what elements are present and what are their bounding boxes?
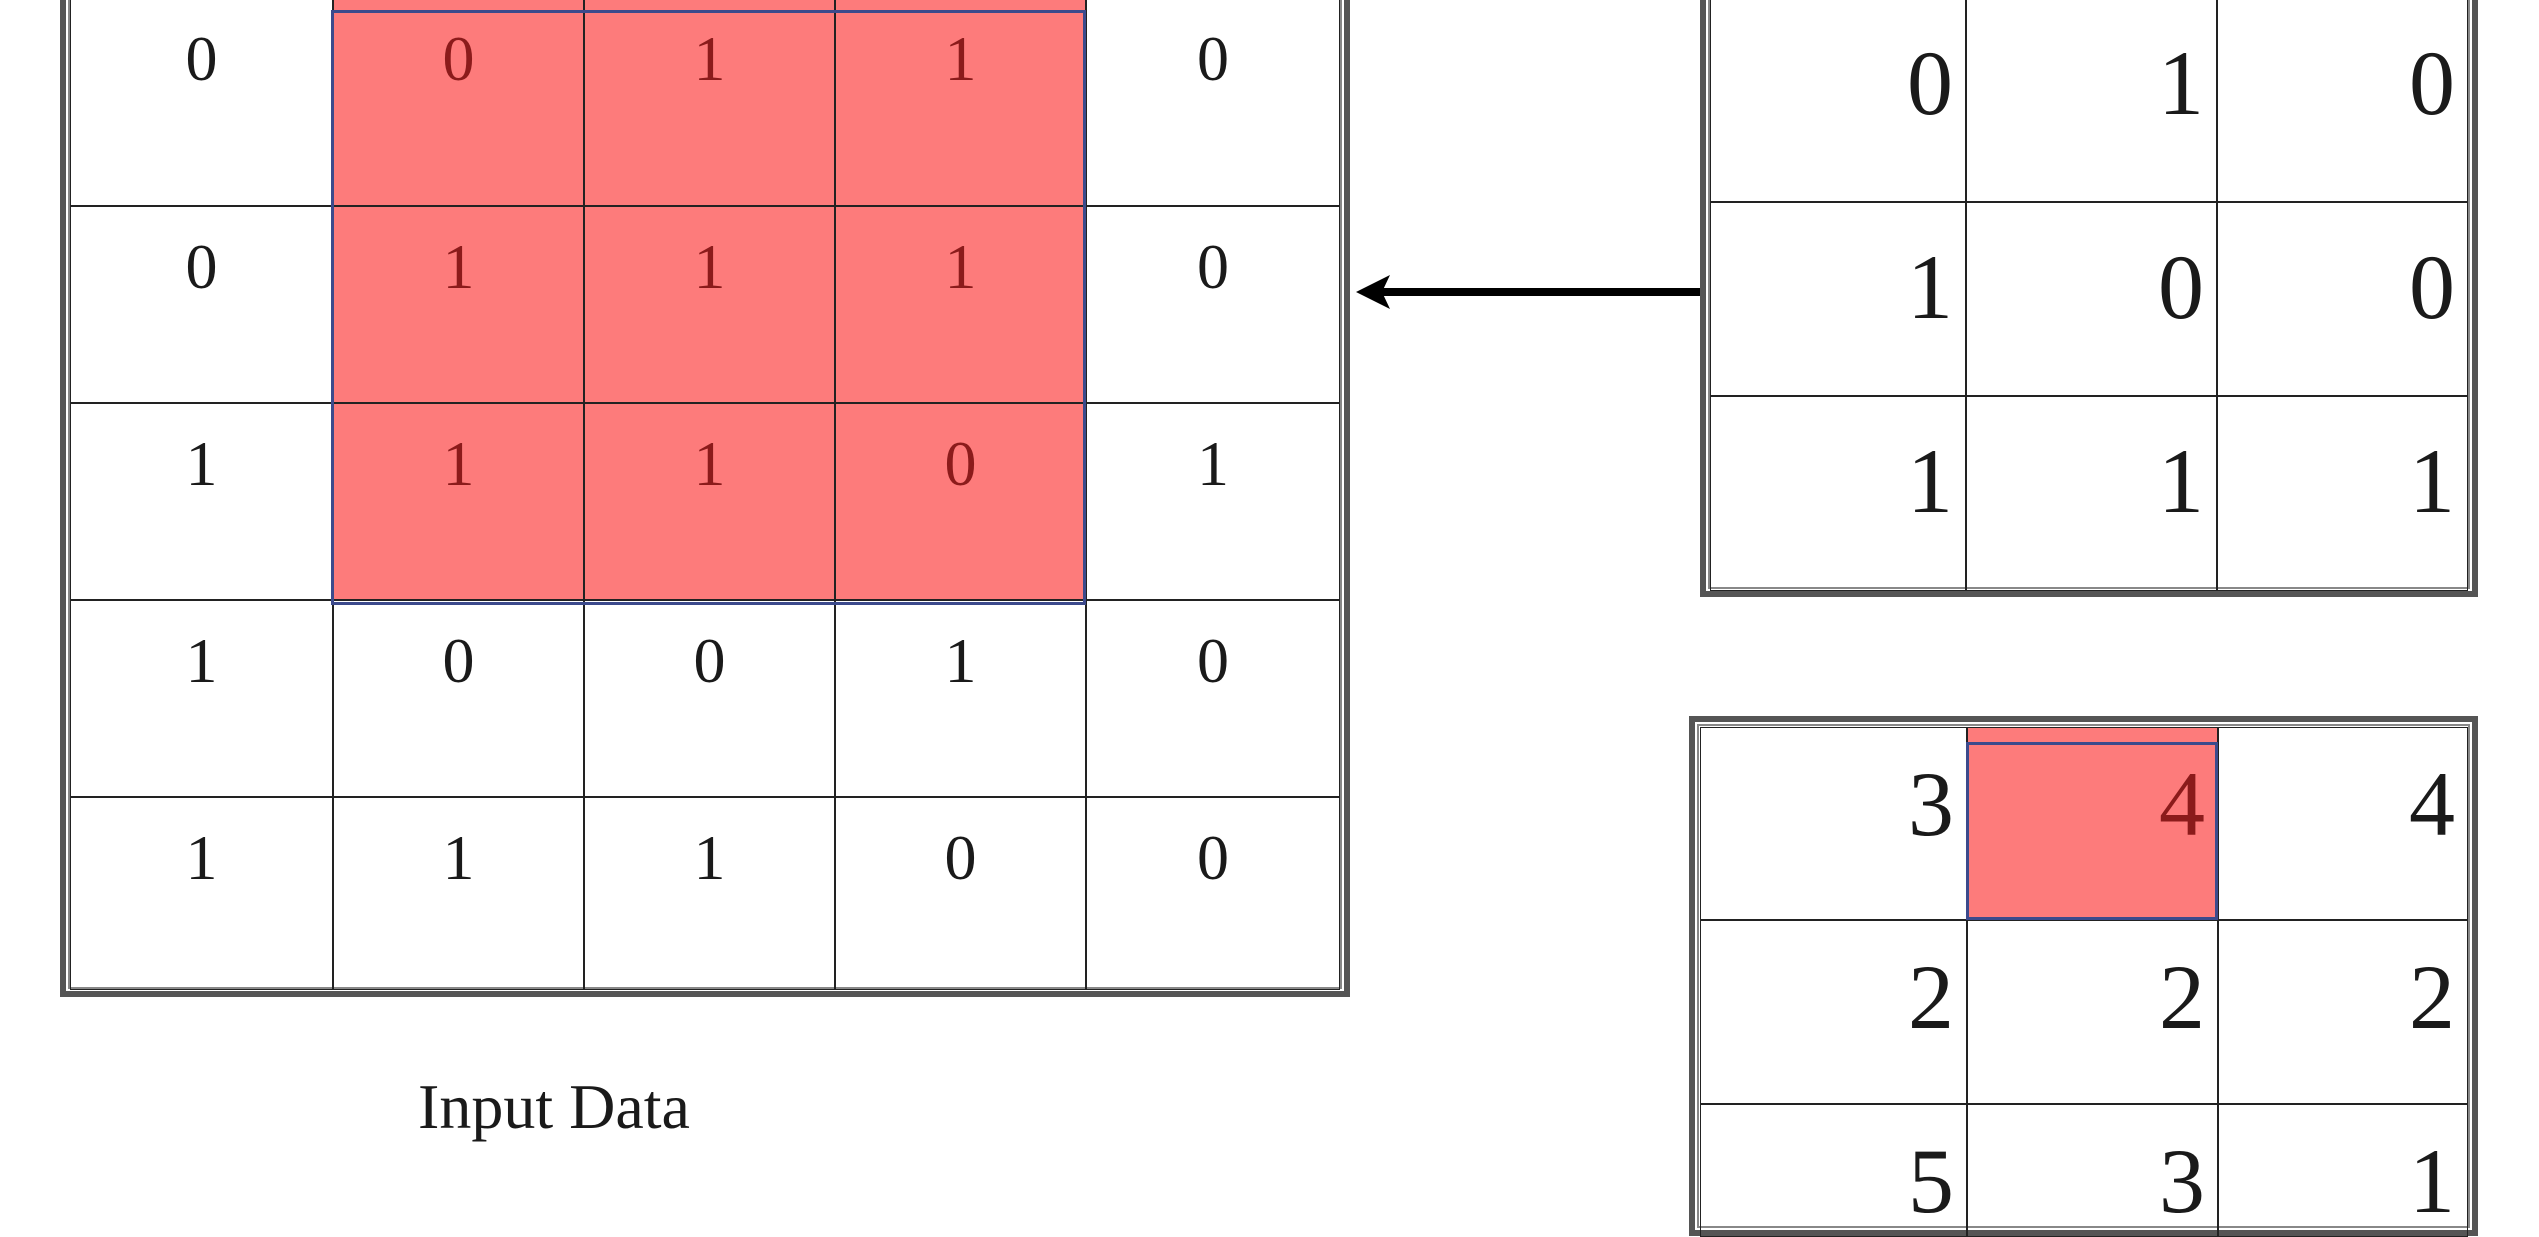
cell-value: 1 bbox=[1197, 428, 1229, 499]
grid-cell: 1 bbox=[1710, 396, 1966, 591]
cell-value: 0 bbox=[693, 625, 726, 696]
grid-cell: 2 bbox=[1700, 920, 1967, 1104]
grid-cell-highlighted: 4 bbox=[1967, 727, 2218, 920]
grid-cell: 1 bbox=[333, 797, 584, 990]
grid-cell: 0 bbox=[2217, 0, 2468, 202]
grid-cell: 0 bbox=[1966, 202, 2217, 396]
grid-cell: 0 bbox=[1086, 206, 1340, 403]
grid-cell: 1 bbox=[1710, 202, 1966, 396]
grid-cell-highlighted: 1 bbox=[333, 403, 584, 600]
grid-cell: 0 bbox=[333, 600, 584, 797]
cell-value: 1 bbox=[185, 428, 218, 499]
cell-value: 1 bbox=[944, 625, 977, 696]
grid-cell: 2 bbox=[2218, 920, 2468, 1104]
input-grid: 0 0 1 1 0 0 1 1 1 0 1 1 1 0 1 1 0 0 1 0 … bbox=[70, 0, 1340, 990]
grid-cell: 1 bbox=[70, 797, 333, 990]
cell-value: 1 bbox=[2409, 1130, 2455, 1232]
cell-value: 0 bbox=[2409, 32, 2455, 134]
cell-value: 1 bbox=[442, 428, 475, 499]
grid-cell: 0 bbox=[70, 206, 333, 403]
cell-value: 1 bbox=[2409, 430, 2455, 532]
grid-cell-highlighted: 1 bbox=[333, 206, 584, 403]
cell-value: 4 bbox=[2159, 753, 2205, 855]
grid-cell: 1 bbox=[1086, 403, 1340, 600]
grid-cell: 0 bbox=[1086, 600, 1340, 797]
cell-value: 1 bbox=[1907, 430, 1953, 532]
grid-cell: 0 bbox=[835, 797, 1086, 990]
grid-cell: 1 bbox=[584, 797, 835, 990]
cell-value: 1 bbox=[944, 23, 977, 94]
arrow-left-icon bbox=[1356, 275, 1700, 309]
cell-value: 0 bbox=[442, 625, 475, 696]
grid-cell: 0 bbox=[1086, 797, 1340, 990]
cell-value: 5 bbox=[1908, 1130, 1954, 1232]
grid-cell: 1 bbox=[1966, 0, 2217, 202]
grid-cell-highlighted: 0 bbox=[333, 0, 584, 206]
cell-value: 0 bbox=[185, 23, 218, 94]
grid-cell-highlighted: 1 bbox=[584, 206, 835, 403]
grid-cell: 1 bbox=[70, 403, 333, 600]
grid-cell: 0 bbox=[584, 600, 835, 797]
cell-value: 0 bbox=[1197, 23, 1229, 94]
kernel-grid: 0 1 0 1 0 0 1 1 1 bbox=[1710, 0, 2468, 591]
input-data-label: Input Data bbox=[418, 1071, 690, 1142]
cell-value: 0 bbox=[2409, 236, 2455, 338]
cell-value: 1 bbox=[185, 625, 218, 696]
cell-value: 1 bbox=[693, 428, 726, 499]
cell-value: 1 bbox=[442, 822, 475, 893]
cell-value: 2 bbox=[1908, 946, 1954, 1048]
cell-value: 0 bbox=[944, 428, 977, 499]
output-grid: 3 4 4 2 2 2 5 3 1 bbox=[1700, 727, 2468, 1237]
grid-cell-highlighted: 1 bbox=[835, 0, 1086, 206]
cell-value: 0 bbox=[2158, 236, 2204, 338]
cell-value: 1 bbox=[1907, 236, 1953, 338]
grid-cell-highlighted: 1 bbox=[835, 206, 1086, 403]
grid-cell: 0 bbox=[1086, 0, 1340, 206]
cell-value: 1 bbox=[2158, 430, 2204, 532]
grid-cell: 1 bbox=[1966, 396, 2217, 591]
cell-value: 3 bbox=[2159, 1130, 2205, 1232]
cell-value: 0 bbox=[1197, 625, 1229, 696]
kernel-grid-frame bbox=[1700, 0, 2478, 597]
grid-cell: 0 bbox=[1710, 0, 1966, 202]
grid-cell: 0 bbox=[70, 0, 333, 206]
cell-value: 0 bbox=[1197, 822, 1229, 893]
cell-value: 1 bbox=[442, 231, 475, 302]
grid-cell: 1 bbox=[835, 600, 1086, 797]
grid-cell-highlighted: 0 bbox=[835, 403, 1086, 600]
grid-cell: 1 bbox=[2217, 396, 2468, 591]
cell-value: 4 bbox=[2409, 753, 2455, 855]
cell-value: 1 bbox=[693, 822, 726, 893]
grid-cell-highlighted: 1 bbox=[584, 0, 835, 206]
grid-cell: 5 bbox=[1700, 1104, 1967, 1237]
grid-cell: 2 bbox=[1967, 920, 2218, 1104]
cell-value: 1 bbox=[944, 231, 977, 302]
cell-value: 1 bbox=[2158, 32, 2204, 134]
cell-value: 1 bbox=[185, 822, 218, 893]
grid-cell: 3 bbox=[1700, 727, 1967, 920]
grid-cell: 0 bbox=[2217, 202, 2468, 396]
cell-value: 3 bbox=[1908, 753, 1954, 855]
grid-cell: 1 bbox=[70, 600, 333, 797]
cell-value: 0 bbox=[1907, 32, 1953, 134]
grid-cell: 4 bbox=[2218, 727, 2468, 920]
cell-value: 0 bbox=[185, 231, 218, 302]
grid-cell-highlighted: 1 bbox=[584, 403, 835, 600]
cell-value: 0 bbox=[442, 23, 475, 94]
cell-value: 0 bbox=[944, 822, 977, 893]
cell-value: 2 bbox=[2409, 946, 2455, 1048]
cell-value: 0 bbox=[1197, 231, 1229, 302]
grid-cell: 1 bbox=[2218, 1104, 2468, 1237]
cell-value: 1 bbox=[693, 231, 726, 302]
cell-value: 1 bbox=[693, 23, 726, 94]
grid-cell: 3 bbox=[1967, 1104, 2218, 1237]
cell-value: 2 bbox=[2159, 946, 2205, 1048]
